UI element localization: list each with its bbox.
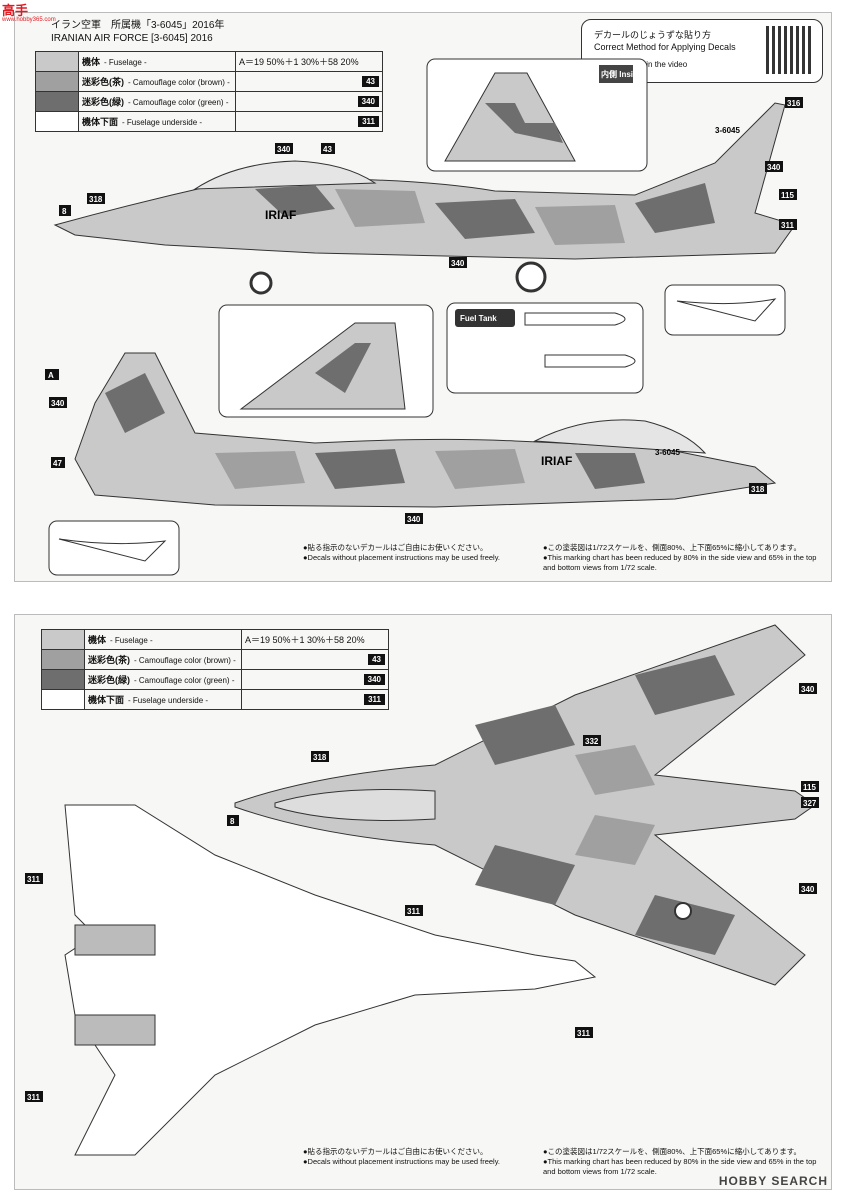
watermark: HOBBY SEARCH bbox=[718, 1174, 828, 1188]
decal-video-box[interactable]: デカールのじょうずな貼り方 Correct Method for Applyin… bbox=[581, 19, 823, 83]
svg-text:340: 340 bbox=[51, 399, 65, 408]
tail-inset-camo bbox=[485, 103, 563, 143]
side-view-sheet: イラン空軍 所属機「3-6045」2016年 IRANIAN AIR FORCE… bbox=[14, 12, 832, 582]
svg-text:115: 115 bbox=[781, 191, 794, 200]
svg-text:340: 340 bbox=[801, 885, 815, 894]
canopy-side-upper bbox=[193, 160, 377, 190]
ventral-fin bbox=[676, 298, 777, 322]
note-free-use: ●貼る指示のないデカールはご自由にお使いください。●Decals without… bbox=[303, 543, 500, 562]
video-title-en: Correct Method for Applying Decals bbox=[594, 42, 736, 52]
site-logo: 高手 www.hobby365.com bbox=[2, 3, 56, 23]
camo-green-side-lower bbox=[105, 373, 645, 489]
camo-brown-side-upper bbox=[335, 189, 625, 245]
svg-text:327: 327 bbox=[803, 799, 817, 808]
svg-text:311: 311 bbox=[27, 875, 40, 884]
aircraft-top-view bbox=[234, 624, 816, 986]
svg-text:318: 318 bbox=[89, 195, 103, 204]
legend-row-green: 迷彩色(緑)- Camouflage color (green) - 340 bbox=[35, 91, 383, 112]
svg-text:311: 311 bbox=[577, 1029, 590, 1038]
callout-labels: 318 8 340 43 316 340 115 311 340 340 A 4… bbox=[45, 97, 803, 524]
top-bottom-drawings: 318 8 340 340 115 327 311 311 311 311 33… bbox=[25, 624, 819, 1156]
roundel-top bbox=[674, 902, 692, 920]
svg-text:8: 8 bbox=[62, 207, 67, 216]
svg-text:311: 311 bbox=[781, 221, 794, 230]
svg-text:340: 340 bbox=[767, 163, 781, 172]
iriaf-lower: IRIAF bbox=[541, 454, 572, 468]
svg-text:318: 318 bbox=[313, 753, 327, 762]
svg-text:311: 311 bbox=[407, 907, 420, 916]
svg-text:340: 340 bbox=[451, 259, 465, 268]
legend-row-underside: 機体下面- Fuselage underside - 311 bbox=[35, 111, 383, 132]
svg-text:316: 316 bbox=[787, 99, 801, 108]
aircraft-side-upper bbox=[53, 102, 796, 260]
legend-row-fuselage: 機体- Fuselage - A＝19 50%＋1 30%＋58 20% bbox=[35, 51, 383, 72]
svg-text:318: 318 bbox=[751, 485, 765, 494]
camo-green-top bbox=[475, 655, 735, 955]
video-title-jp: デカールのじょうずな貼り方 bbox=[594, 30, 712, 40]
tail-inset-camo-2 bbox=[315, 343, 371, 393]
engine-nozzle-right bbox=[74, 1014, 156, 1046]
fuel-tank-label: Fuel Tank bbox=[460, 314, 497, 323]
callout-labels-2: 318 8 340 340 115 327 311 311 311 311 33… bbox=[25, 683, 819, 1102]
page-title-jp: イラン空軍 所属機「3-6045」2016年 bbox=[51, 20, 225, 31]
camo-brown-side-lower bbox=[215, 449, 525, 489]
fuel-tank-tag bbox=[455, 309, 515, 327]
aircraft-bottom-view bbox=[64, 804, 597, 1156]
legend-row-brown: 迷彩色(茶)- Camouflage color (brown) - 43 bbox=[35, 71, 383, 92]
svg-text:43: 43 bbox=[323, 145, 332, 154]
serial-upper: 3-6045 bbox=[715, 126, 740, 135]
svg-text:47: 47 bbox=[53, 459, 62, 468]
inside-tag bbox=[599, 65, 633, 83]
note-scale: ●この塗装図は1/72スケールを、側面80%、上下面65%に縮小してあります。●… bbox=[543, 543, 817, 572]
canopy-side-lower bbox=[533, 419, 707, 454]
svg-text:A: A bbox=[48, 371, 54, 380]
color-legend-2: 機体- Fuselage - A＝19 50%＋1 30%＋58 20% 迷彩色… bbox=[41, 629, 389, 710]
svg-text:332: 332 bbox=[585, 737, 599, 746]
canopy-top bbox=[274, 789, 436, 821]
camo-green-side-upper bbox=[255, 183, 715, 239]
main-wheel bbox=[515, 261, 547, 293]
video-caption: Featured in the video bbox=[612, 60, 688, 69]
color-legend: 機体- Fuselage - A＝19 50%＋1 30%＋58 20% 迷彩色… bbox=[35, 51, 383, 132]
qr-code-icon[interactable] bbox=[766, 26, 814, 74]
svg-text:311: 311 bbox=[27, 1093, 40, 1102]
serial-lower: 3-6045 bbox=[655, 448, 680, 457]
page-title-en: IRANIAN AIR FORCE [3-6045] 2016 bbox=[51, 33, 213, 44]
svg-text:340: 340 bbox=[407, 515, 421, 524]
fuel-tank-shapes bbox=[524, 312, 636, 368]
nose-wheel bbox=[249, 271, 273, 295]
svg-text:340: 340 bbox=[277, 145, 291, 154]
svg-text:340: 340 bbox=[801, 685, 815, 694]
svg-text:8: 8 bbox=[230, 817, 235, 826]
note-free-use-2: ●貼る指示のないデカールはご自由にお使いください。●Decals without… bbox=[303, 1147, 500, 1166]
camo-brown-top bbox=[575, 745, 655, 865]
svg-text:115: 115 bbox=[803, 783, 816, 792]
note-scale-2: ●この塗装図は1/72スケールを、側面80%、上下面65%に縮小してあります。●… bbox=[543, 1147, 817, 1176]
side-view-drawings: 318 8 340 43 316 340 115 311 340 340 A 4… bbox=[45, 58, 803, 576]
engine-nozzle-left bbox=[74, 924, 156, 956]
top-bottom-view-sheet: 機体- Fuselage - A＝19 50%＋1 30%＋58 20% 迷彩色… bbox=[14, 614, 832, 1190]
iriaf-upper: IRIAF bbox=[265, 208, 296, 222]
inside-fin bbox=[58, 538, 167, 562]
inside-label-1: 内側 Inside bbox=[601, 69, 643, 79]
